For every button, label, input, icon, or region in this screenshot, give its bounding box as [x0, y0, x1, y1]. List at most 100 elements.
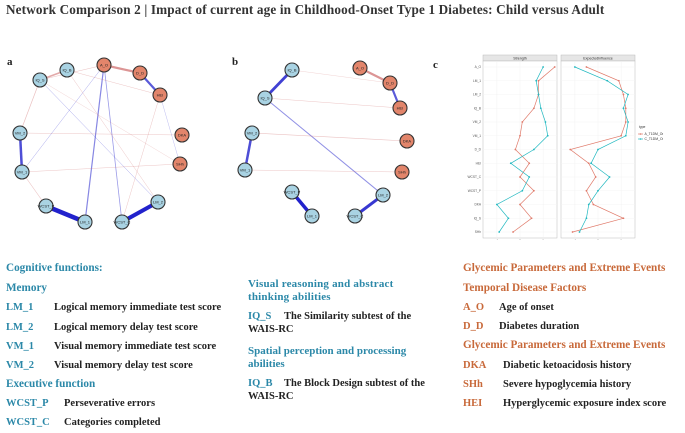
node-label: VM_1: [17, 169, 28, 174]
series-point: [587, 162, 590, 165]
node-label: VM_2: [247, 130, 258, 135]
legend-item-hei: HEI Hyperglycemic exposure index score: [463, 398, 666, 409]
network-edge: [121, 94, 161, 223]
legend-desc: Hyperglycemic exposure index score: [503, 398, 667, 409]
node-circle: [59, 62, 75, 78]
network-node: LM_1: [77, 214, 93, 230]
series-point: [537, 79, 540, 82]
series-point: [530, 217, 533, 220]
legend-abbr: VM_1: [6, 341, 34, 352]
network-edge: [251, 132, 408, 142]
series-point: [590, 162, 592, 165]
series-point: [498, 231, 501, 233]
node-label: VM_1: [240, 167, 251, 172]
node-circle: [394, 164, 410, 180]
legend-desc: Diabetic ketoacidosis history: [503, 360, 632, 371]
x-tick-label: -1: [495, 239, 498, 240]
series-point: [519, 176, 521, 178]
network-node: D_D: [382, 75, 398, 91]
legend-abbr: LM_1: [6, 302, 34, 313]
node-label: LM_2: [153, 199, 164, 204]
series-point: [617, 79, 620, 82]
node-label: D_D: [136, 70, 144, 75]
temporal-factors-heading: Temporal Disease Factors: [463, 282, 587, 294]
node-label: D_D: [386, 80, 394, 85]
series-point: [624, 134, 627, 137]
series-point: [519, 134, 521, 137]
node-label: A_O: [356, 65, 364, 70]
series-point: [553, 66, 556, 68]
node-label: HEI: [157, 92, 164, 97]
series-point: [512, 231, 514, 233]
legend-abbr: SHh: [463, 379, 483, 390]
y-tick-label: VM_1: [473, 134, 482, 138]
legend-abbr: HEI: [463, 398, 483, 409]
visual-reasoning-heading: Visual reasoning and abstract thinking a…: [248, 278, 394, 303]
series-point: [627, 93, 629, 96]
node-circle: [38, 198, 54, 214]
series-point: [620, 134, 623, 137]
facet-title: Strength: [513, 56, 527, 60]
series-point: [535, 79, 538, 82]
legend-desc: The Similarity subtest of the WAIS-RC: [248, 311, 412, 335]
y-tick-label: HEI: [476, 161, 481, 165]
network-node: IQ_B: [59, 62, 75, 78]
node-circle: [174, 127, 190, 143]
legend-abbr: WCST_C: [6, 417, 50, 428]
y-tick-label: IQ_B: [474, 106, 481, 110]
node-circle: [12, 125, 28, 141]
node-circle: [399, 133, 415, 149]
series-point: [514, 148, 517, 151]
series-point: [521, 189, 524, 192]
glycemic-heading-2: Glycemic Parameters and Extreme Events: [463, 339, 666, 351]
network-edge: [103, 64, 123, 223]
network-edge: [19, 132, 183, 136]
series-point: [569, 148, 572, 151]
series-point: [528, 162, 531, 165]
series-point: [571, 231, 574, 233]
series-point: [587, 203, 590, 206]
network-edge: [264, 97, 384, 196]
node-circle: [244, 125, 260, 141]
glycemic-heading-1: Glycemic Parameters and Extreme Events: [463, 262, 666, 274]
network-node: SHh: [172, 156, 188, 172]
network-edge: [291, 69, 391, 84]
network-edge: [244, 169, 403, 173]
series-point: [622, 93, 625, 96]
legend-desc: Visual memory delay test score: [54, 360, 193, 371]
node-circle: [32, 72, 48, 88]
network-edge: [84, 64, 105, 223]
network-edge: [66, 69, 159, 203]
series-point: [624, 121, 627, 123]
network-node: WCST_C: [114, 214, 131, 230]
y-tick-label: LM_2: [473, 93, 481, 97]
node-label: LM_1: [80, 219, 91, 224]
series-point: [624, 107, 627, 110]
node-label: WCST_C: [114, 219, 131, 224]
series-point: [528, 176, 531, 178]
legend-abbr: LM_2: [6, 322, 34, 333]
network-edge: [159, 94, 181, 165]
series-point: [597, 148, 599, 151]
node-label: SHh: [398, 169, 406, 174]
panel-label-b: b: [232, 56, 239, 68]
y-tick-label: SHh: [475, 230, 481, 234]
legend-abbr: WCST_P: [6, 398, 49, 409]
series-point: [592, 203, 595, 206]
network-node: HEI: [392, 100, 408, 116]
x-tick-label: 0: [519, 239, 521, 240]
cognitive-functions-heading: Cognitive functions:: [6, 262, 103, 274]
node-label: VM_2: [15, 130, 26, 135]
network-node: IQ_S: [32, 72, 48, 88]
y-tick-label: WCST_C: [468, 175, 482, 179]
network-node: HEI: [152, 87, 168, 103]
legend-swatch-point: [639, 138, 642, 140]
series-point: [509, 162, 512, 165]
node-label: DKA: [178, 132, 187, 137]
series-point: [532, 107, 535, 110]
node-circle: [152, 87, 168, 103]
node-circle: [392, 100, 408, 116]
network-graph-b: IQ_BIQ_SA_OD_DHEIDKASHhVM_2VM_1LM_2LM_1W…: [237, 60, 415, 224]
